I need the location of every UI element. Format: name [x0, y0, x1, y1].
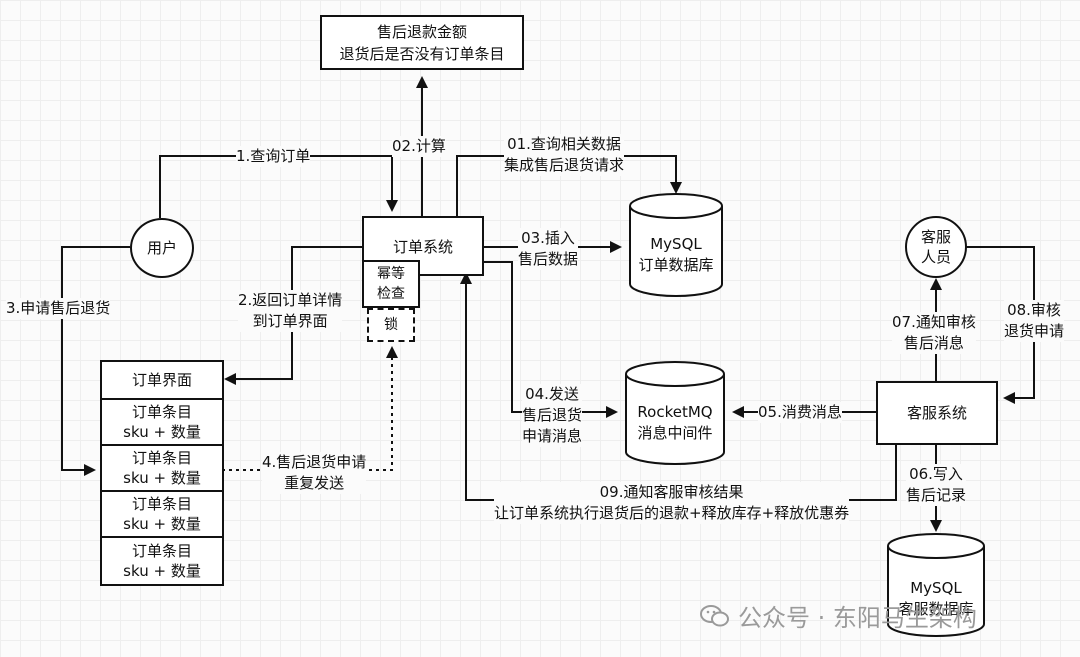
- order-db-line-1: MySQL: [650, 235, 702, 253]
- refund-calc-line-1: 售后退款金额: [376, 22, 467, 41]
- edge-06-line-1: 06.写入: [909, 465, 963, 483]
- edge-09-label: 09.通知客服审核结果 让订单系统执行退货后的退款+释放库存+释放优惠券: [494, 482, 850, 524]
- idempotent-check-box: 幂等 检查: [362, 260, 420, 308]
- order-item-box: 订单条目 sku + 数量: [100, 398, 224, 446]
- order-item-name: 订单条目: [131, 542, 192, 560]
- cs-system-label: 客服系统: [906, 404, 967, 422]
- edge-04-line-3: 申请消息: [522, 427, 583, 445]
- edge-01-line-1: 01.查询相关数据: [507, 135, 621, 153]
- refund-calc-line-2: 退货后是否没有订单条目: [339, 44, 505, 63]
- order-item-name: 订单条目: [131, 449, 192, 467]
- order-db-text: MySQL 订单数据库: [630, 234, 722, 276]
- edge-03-label: 03.插入 售后数据: [518, 228, 579, 270]
- edge-1-label: 1.查询订单: [236, 146, 311, 167]
- edge-04-line-2: 售后退货: [522, 406, 583, 424]
- order-db-line-2: 订单数据库: [638, 256, 714, 274]
- edge-02-text: 02.计算: [392, 137, 446, 155]
- order-ui-title-box: 订单界面: [100, 360, 224, 400]
- lock-label: 锁: [384, 317, 398, 333]
- idempotent-line-2: 检查: [377, 286, 405, 302]
- edge-04-label: 04.发送 售后退货 申请消息: [522, 384, 583, 447]
- edge-3-label: 3.申请售后退货: [6, 298, 111, 319]
- cs-staff-line-1: 客服: [920, 228, 951, 246]
- watermark: 公众号 · 东阳马生架构: [700, 598, 977, 633]
- edge-09-line-1: 09.通知客服审核结果: [599, 483, 744, 501]
- idempotent-line-1: 幂等: [377, 266, 405, 282]
- edge-3-line: [61, 246, 130, 476]
- order-item-name: 订单条目: [131, 495, 192, 513]
- edge-2-line-1: 2.返回订单详情: [238, 291, 343, 309]
- order-item-sku: sku + 数量: [123, 469, 201, 487]
- edge-02-label: 02.计算: [392, 136, 446, 157]
- edge-3-text: 3.申请售后退货: [6, 299, 111, 317]
- edge-08-label: 08.审核 退货申请: [1004, 300, 1065, 342]
- cs-staff-line-2: 人员: [920, 248, 951, 266]
- watermark-text: 公众号 · 东阳马生架构: [738, 604, 977, 632]
- user-circle: 用户: [130, 218, 194, 278]
- edge-03-line-1: 03.插入: [521, 229, 575, 247]
- user-label: 用户: [146, 239, 177, 257]
- cs-staff-circle: 客服 人员: [905, 216, 967, 278]
- cs-db-text: MySQL 客服数据库: [888, 578, 984, 620]
- rocketmq-cylinder: [625, 361, 725, 465]
- order-item-sku: sku + 数量: [123, 515, 201, 533]
- edge-04-line-1: 04.发送: [525, 385, 579, 403]
- order-item-box: 订单条目 sku + 数量: [100, 536, 224, 586]
- lock-box: 锁: [367, 308, 415, 342]
- cs-db-line-2: 客服数据库: [898, 600, 974, 618]
- edge-08-line-1: 08.审核: [1007, 301, 1061, 319]
- rocketmq-line-2: 消息中间件: [637, 424, 713, 442]
- edge-03-line-2: 售后数据: [518, 250, 579, 268]
- order-item-sku: sku + 数量: [123, 562, 201, 580]
- cs-db-line-1: MySQL: [910, 579, 962, 597]
- edge-06-label: 06.写入 售后记录: [906, 464, 967, 506]
- edge-06-line-2: 售后记录: [906, 486, 967, 504]
- edge-07-label: 07.通知审核 售后消息: [892, 312, 976, 354]
- edge-4-line-1: 4.售后退货申请: [262, 453, 367, 471]
- cs-system-box: 客服系统: [876, 381, 998, 445]
- refund-calc-box: 售后退款金额 退货后是否没有订单条目: [320, 15, 524, 70]
- edge-2-line-2: 到订单界面: [252, 312, 328, 330]
- edge-07-line-2: 售后消息: [903, 334, 964, 352]
- edge-4-label: 4.售后退货申请 重复发送: [262, 452, 367, 494]
- order-item-box: 订单条目 sku + 数量: [100, 490, 224, 538]
- order-item-box: 订单条目 sku + 数量: [100, 444, 224, 492]
- edge-2-label: 2.返回订单详情 到订单界面: [238, 290, 343, 332]
- edge-01-line-2: 集成售后退货请求: [504, 156, 625, 174]
- rocketmq-line-1: RocketMQ: [637, 403, 713, 421]
- order-ui-title: 订单界面: [131, 371, 192, 389]
- wechat-icon: [700, 604, 729, 626]
- order-db-cylinder: [629, 193, 723, 297]
- edge-08-line-2: 退货申请: [1004, 322, 1065, 340]
- rocketmq-text: RocketMQ 消息中间件: [626, 402, 724, 444]
- order-system-label: 订单系统: [392, 238, 453, 256]
- edge-4-line-2: 重复发送: [284, 474, 345, 492]
- edge-1-text: 1.查询订单: [236, 147, 311, 165]
- order-item-sku: sku + 数量: [123, 423, 201, 441]
- cs-db-cylinder: [887, 533, 985, 637]
- edge-05-text: 05.消费消息: [758, 403, 842, 421]
- edge-01-label: 01.查询相关数据 集成售后退货请求: [504, 134, 625, 176]
- order-item-name: 订单条目: [131, 403, 192, 421]
- edge-07-line-1: 07.通知审核: [892, 313, 976, 331]
- edge-09-line-2: 让订单系统执行退货后的退款+释放库存+释放优惠券: [494, 504, 850, 522]
- edge-05-label: 05.消费消息: [758, 402, 842, 423]
